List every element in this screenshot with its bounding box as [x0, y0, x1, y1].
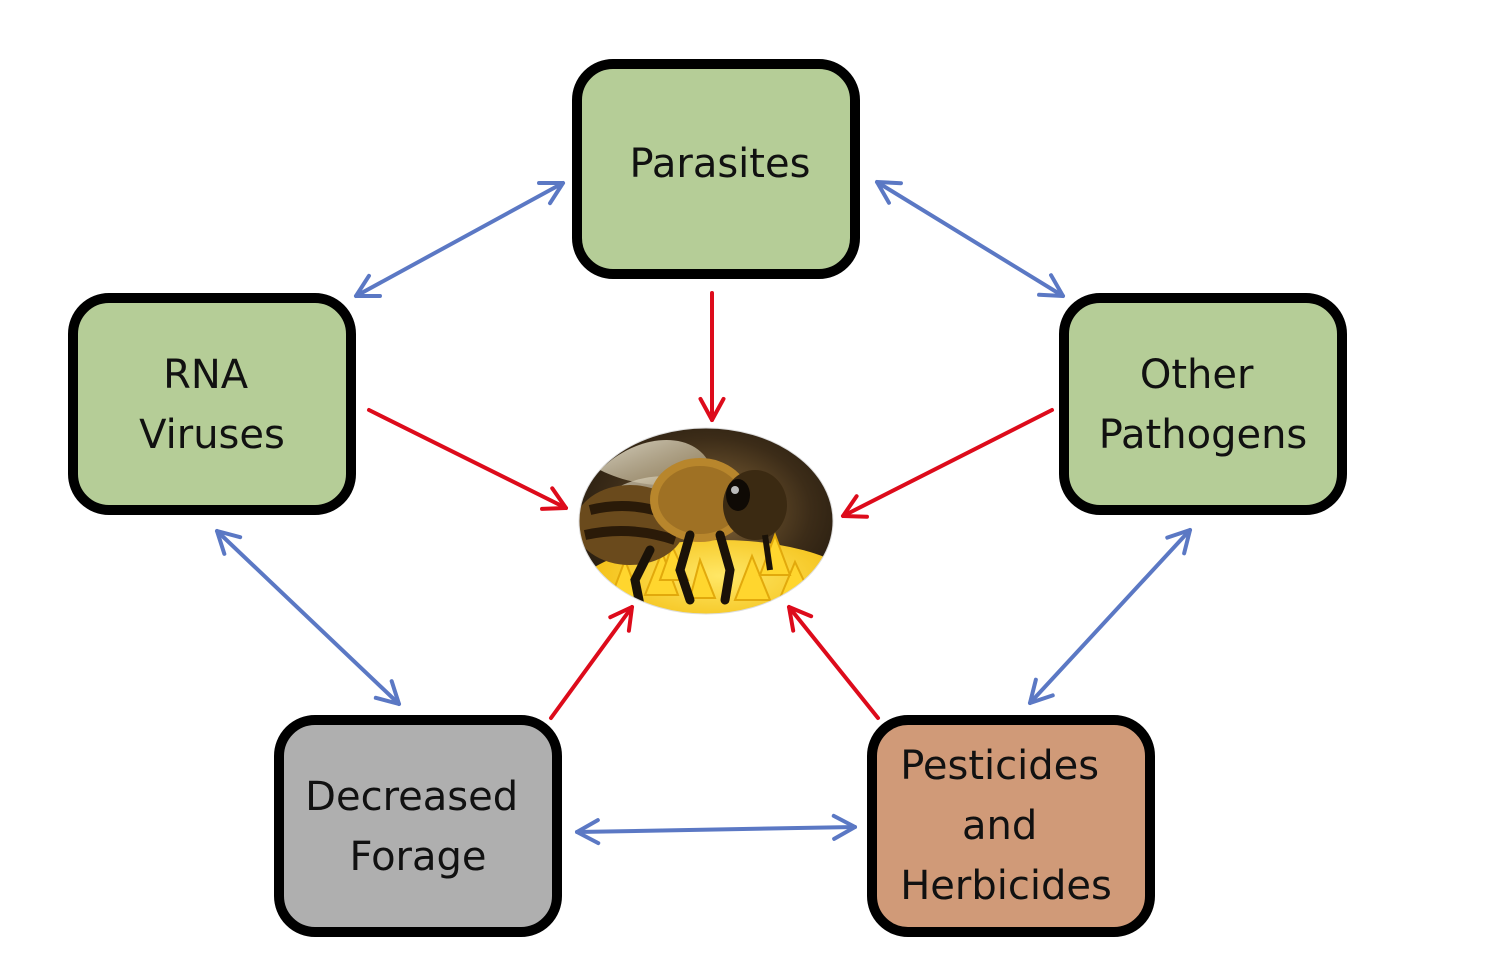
edges-layer [215, 180, 1192, 846]
node-other-pathogens: Other Pathogens [1059, 293, 1347, 515]
arrow-other-pathogens-to-bee [841, 408, 1054, 519]
arrow-decreased-forage-to-bee [549, 605, 634, 720]
node-pesticides-herbicides-label: Pesticides and Herbicides [900, 743, 1112, 909]
arrow-pesticides-to-bee [787, 605, 880, 720]
bidirectional-arrow-rna-viruses-decreased-forage [215, 529, 401, 706]
node-other-pathogens-label: Other Pathogens [1099, 352, 1308, 458]
node-rna-viruses: RNA Viruses [68, 293, 356, 515]
node-parasites-label: Parasites [630, 141, 811, 187]
bidirectional-arrow-decreased-forage-pesticides [575, 813, 857, 846]
node-decreased-forage-label: Decreased Forage [305, 774, 531, 880]
arrow-rna-viruses-to-bee [367, 408, 568, 511]
node-parasites: Parasites [572, 59, 860, 279]
arrow-parasites-to-bee [698, 291, 726, 422]
node-decreased-forage: Decreased Forage [274, 715, 562, 937]
bidirectional-arrow-parasites-other-pathogens [875, 180, 1065, 298]
bidirectional-arrow-parasites-rna-viruses [354, 180, 565, 299]
node-rna-viruses-label: RNA Viruses [139, 352, 285, 458]
node-pesticides-herbicides: Pesticides and Herbicides [867, 715, 1155, 937]
bidirectional-arrow-other-pathogens-pesticides [1028, 528, 1192, 705]
